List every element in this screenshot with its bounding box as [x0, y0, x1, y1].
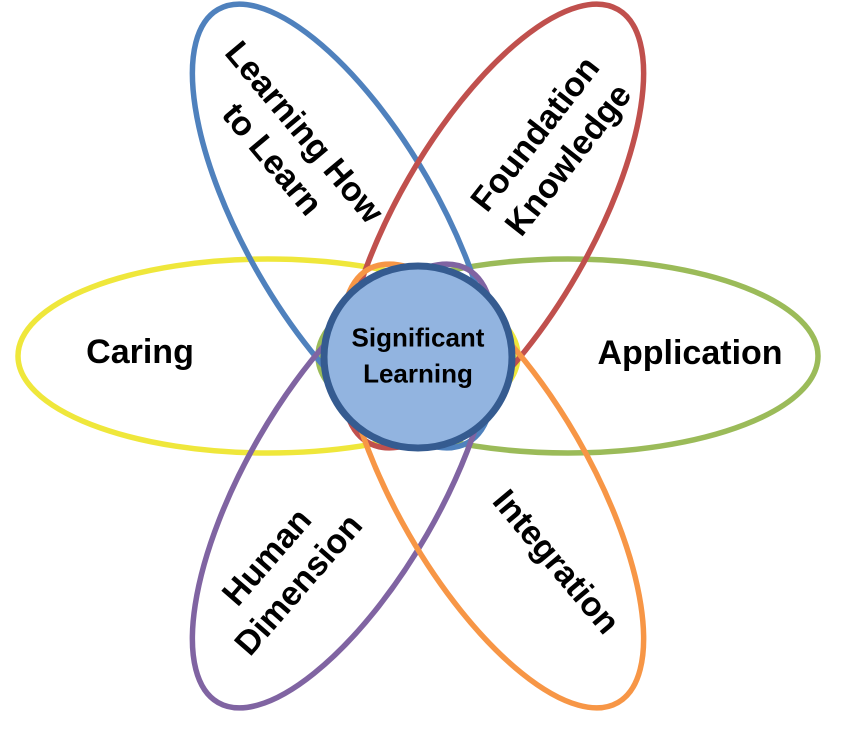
petal-label-line: Application	[597, 333, 783, 372]
petal-label-line: Caring	[86, 332, 194, 371]
label-significant-learning: Significant Learning	[352, 320, 485, 393]
label-caring: Caring	[86, 331, 194, 373]
significant-learning-circle	[320, 262, 516, 452]
center-label-line: Significant	[351, 322, 485, 353]
label-application: Application	[597, 332, 782, 374]
human-dimension-ellipse	[189, 261, 497, 711]
center-label-line: Learning	[363, 359, 473, 389]
integration-ellipse	[339, 261, 647, 711]
